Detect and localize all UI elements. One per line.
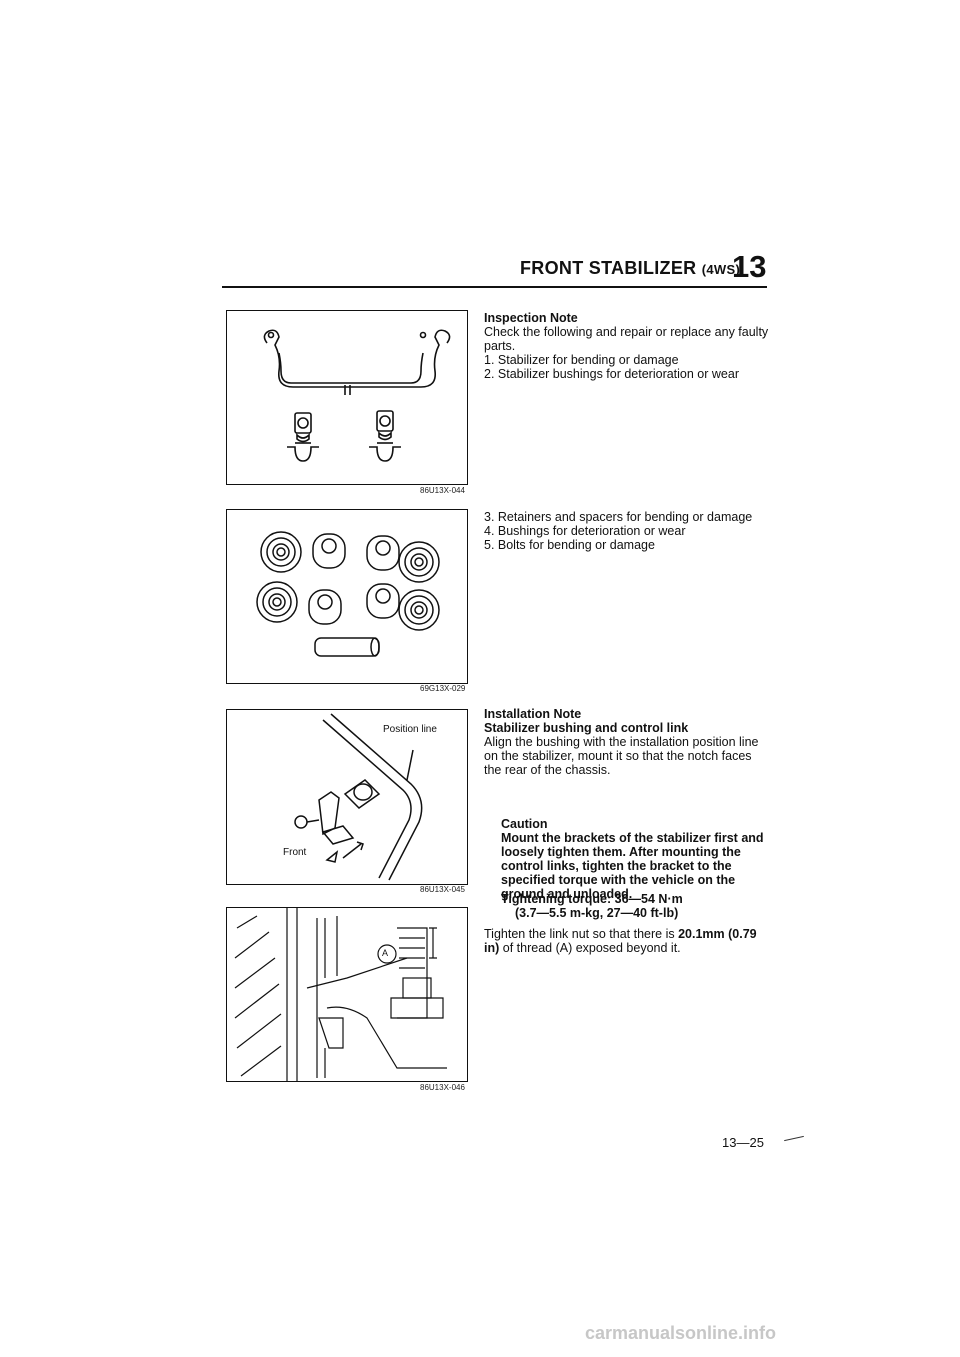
inspection-item-4: 4. Bushings for deterioration or wear	[484, 524, 686, 538]
page-number: 13—25	[722, 1135, 764, 1150]
thread-text-pre: Tighten the link nut so that there is	[484, 927, 679, 941]
page-header-title: FRONT STABILIZER (4WS)	[520, 258, 740, 279]
inspection-item-2: 2. Stabilizer bushings for deterioration…	[484, 367, 739, 381]
inspection-item-5: 5. Bolts for bending or damage	[484, 538, 655, 552]
label-a: A	[382, 948, 389, 958]
header-title-text: FRONT STABILIZER	[520, 258, 697, 278]
stabilizer-bar-drawing	[263, 329, 451, 462]
caution-text: Mount the brackets of the stabilizer fir…	[501, 831, 764, 901]
torque-line-2: (3.7—5.5 m-kg, 27—40 ft-lb)	[515, 906, 679, 920]
watermark: carmanualsonline.info	[585, 1323, 777, 1343]
figure-code-4: 86U13X-046	[420, 1083, 465, 1092]
inspection-continued: 3. Retainers and spacers for bending or …	[484, 510, 774, 552]
header-rule	[222, 286, 767, 288]
corner-mark	[784, 1135, 804, 1142]
thread-text-post: of thread (A) exposed beyond it.	[499, 941, 681, 955]
label-front: Front	[283, 847, 307, 858]
caution-block: Caution Mount the brackets of the stabil…	[501, 817, 769, 901]
inspection-item-1: 1. Stabilizer for bending or damage	[484, 353, 679, 367]
bushings-drawing	[256, 531, 440, 657]
installation-body: Align the bushing with the installation …	[484, 735, 759, 777]
thread-exposure-drawing	[234, 908, 447, 1081]
installation-note: Installation Note Stabilizer bushing and…	[484, 707, 770, 777]
position-line-drawing	[294, 713, 423, 881]
figure-code-3: 86U13X-045	[420, 885, 465, 894]
thread-instruction: Tighten the link nut so that there is 20…	[484, 927, 770, 955]
header-title-suffix: (4WS)	[701, 262, 741, 277]
inspection-item-3: 3. Retainers and spacers for bending or …	[484, 510, 753, 524]
inspection-heading: Inspection Note	[484, 311, 578, 325]
figure-bushings	[226, 509, 468, 684]
figure-code-1: 86U13X-044	[420, 486, 465, 495]
thread-length: 20.1mm (0.79 in)	[484, 927, 757, 955]
installation-subheading: Stabilizer bushing and control link	[484, 721, 689, 735]
figure-thread-exposure	[226, 907, 468, 1082]
figure-position-line	[226, 709, 468, 885]
installation-heading: Installation Note	[484, 707, 582, 721]
caution-heading: Caution	[501, 817, 548, 831]
figure-code-2: 69G13X-029	[420, 684, 466, 693]
torque-line-1: Tightening torque: 36—54 N·m	[501, 892, 683, 906]
inspection-intro: Check the following and repair or replac…	[484, 325, 769, 353]
figure-stabilizer-bar	[226, 310, 468, 485]
section-number: 13	[732, 249, 767, 284]
torque-spec: Tightening torque: 36—54 N·m (3.7—5.5 m-…	[501, 892, 769, 920]
inspection-note: Inspection Note Check the following and …	[484, 311, 774, 381]
label-position-line: Position line	[383, 724, 437, 735]
